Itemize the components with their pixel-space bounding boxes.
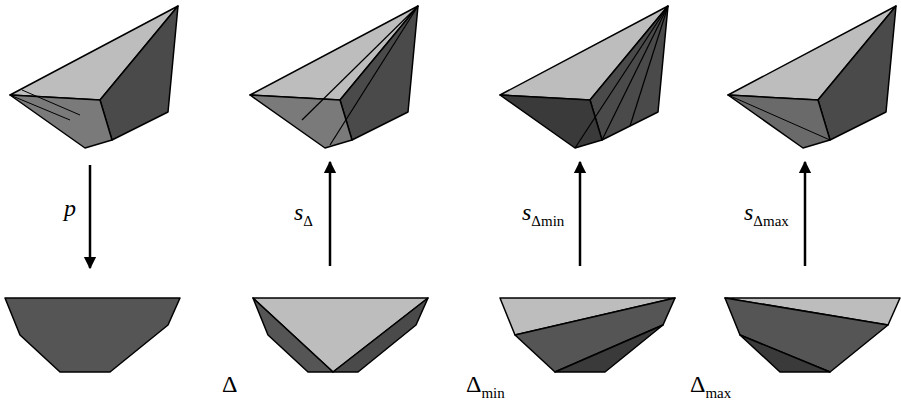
subdivided-polygon	[253, 298, 428, 372]
section-arrow	[804, 162, 807, 266]
map-label: sΔmax	[744, 200, 789, 224]
map-label: sΔmin	[522, 200, 564, 224]
map-label: p	[64, 196, 76, 220]
subdivision-label: Δ	[222, 372, 237, 396]
subdivided-polygon	[500, 298, 675, 372]
subdivision-label: Δmax	[690, 372, 731, 396]
section-arrow	[579, 162, 582, 266]
polygon	[5, 298, 180, 372]
projection-arrow	[89, 165, 92, 268]
subdivision-label: Δmin	[466, 372, 505, 396]
polytope	[500, 6, 668, 148]
map-label: sΔ	[294, 200, 313, 224]
polytope	[250, 6, 418, 148]
section-arrow	[329, 162, 332, 266]
subdivided-polygon	[725, 298, 900, 372]
polytope	[10, 6, 178, 148]
polytope	[728, 6, 896, 148]
